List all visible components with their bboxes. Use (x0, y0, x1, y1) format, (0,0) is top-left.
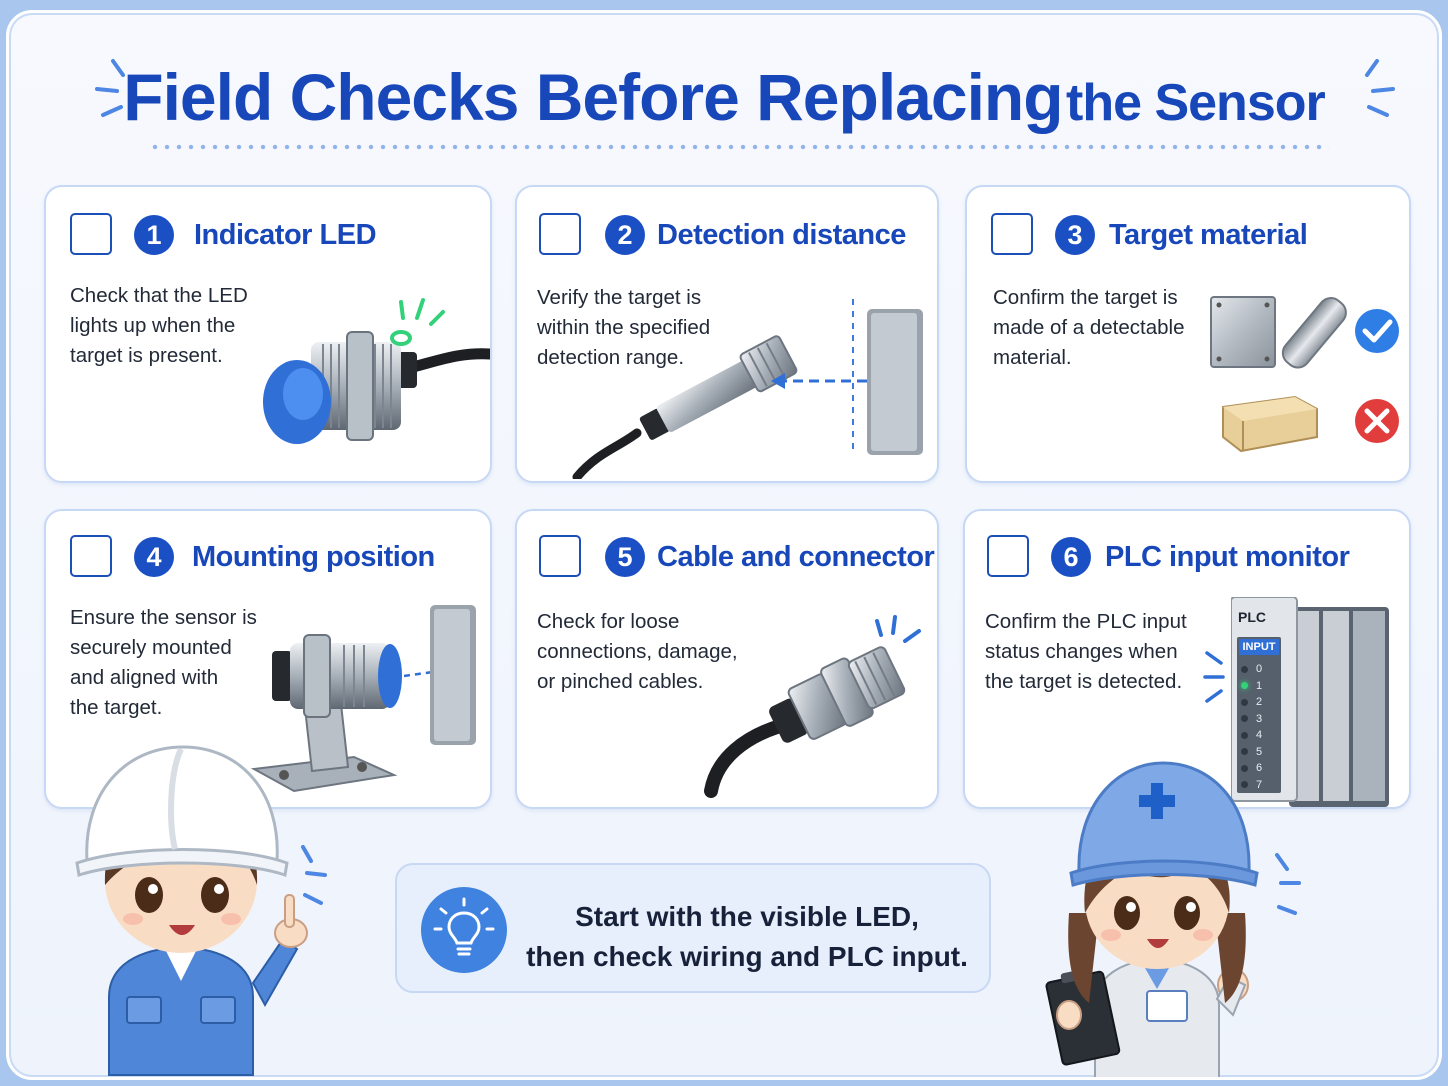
card-title-1: Indicator LED (194, 219, 377, 251)
title-divider (149, 144, 1329, 150)
check-card-detection-distance: 2 Detection distance Verify the target i… (515, 185, 939, 483)
card-desc-4: Ensure the sensor is securely mounted an… (70, 606, 257, 719)
step-number-3: 3 (1055, 215, 1095, 255)
card-title-5: Cable and connector (657, 541, 935, 573)
step-number-1: 1 (134, 215, 174, 255)
plc-led-off-icon (1241, 748, 1248, 756)
tip-text: Start with the visible LED, then check w… (519, 897, 975, 977)
title-spark-left-icon (95, 59, 125, 117)
step-number-4: 4 (134, 537, 174, 577)
plc-led-on-icon (1241, 682, 1248, 690)
worker-girl-illustration (1045, 761, 1301, 1077)
card-title-4: Mounting position (192, 541, 435, 573)
card-desc-3: Confirm the target is made of a detectab… (993, 286, 1185, 369)
tip-banner: Start with the visible LED, then check w… (395, 863, 991, 993)
step-number-6: 6 (1051, 537, 1091, 577)
plc-led-off-icon (1241, 781, 1248, 789)
checkbox-2[interactable] (539, 213, 581, 255)
checkbox-3[interactable] (991, 213, 1033, 255)
card-title-2: Detection distance (657, 219, 906, 251)
plc-channel-list: 0 1 2 3 4 5 6 7 (1241, 661, 1277, 793)
checkbox-4[interactable] (70, 535, 112, 577)
sensor-range-illustration (572, 299, 923, 479)
card-desc-6: Confirm the PLC input status changes whe… (985, 610, 1187, 693)
step-number-5: 5 (605, 537, 645, 577)
infographic-frame: Field Checks Before Replacing the Sensor… (6, 10, 1442, 1080)
plc-channel-3: 3 (1241, 711, 1277, 728)
plc-channel-0: 0 (1241, 661, 1277, 678)
check-card-cable-connector: 5 Cable and connector Check for loose co… (515, 509, 939, 809)
plc-led-off-icon (1241, 764, 1248, 772)
card-desc-1: Check that the LED lights up when the ta… (70, 284, 248, 367)
plc-label: PLC (1238, 609, 1266, 625)
material-samples-illustration (1210, 296, 1399, 453)
cross-bad-icon (1355, 399, 1399, 443)
plc-channel-6: 6 (1241, 760, 1277, 777)
card-title-6: PLC input monitor (1105, 541, 1350, 573)
plc-module-illustration: PLC INPUT 0 1 2 3 4 5 6 7 (1231, 597, 1391, 807)
title-spark-right-icon (1365, 59, 1395, 117)
plc-channel-2: 2 (1241, 694, 1277, 711)
checkbox-1[interactable] (70, 213, 112, 255)
checkbox-6[interactable] (987, 535, 1029, 577)
mounting-bracket-illustration (250, 605, 476, 793)
card-desc-2: Verify the target is within the specifie… (537, 286, 711, 369)
title-tail: the Sensor (1066, 74, 1326, 132)
step-number-2: 2 (605, 215, 645, 255)
title-main: Field Checks Before Replacing (123, 60, 1063, 134)
worker-boy-illustration (75, 745, 327, 1076)
lightbulb-icon (421, 887, 507, 973)
check-card-plc-input-monitor: 6 PLC input monitor Confirm the PLC inpu… (963, 509, 1411, 809)
check-card-mounting-position: 4 Mounting position Ensure the sensor is… (44, 509, 492, 809)
tip-line-2: then check wiring and PLC input. (526, 941, 968, 972)
plc-input-label: INPUT (1239, 639, 1279, 655)
plc-channel-4: 4 (1241, 727, 1277, 744)
card-desc-5: Check for loose connections, damage, or … (537, 610, 738, 693)
check-card-indicator-led: 1 Indicator LED Check that the LED light… (44, 185, 492, 483)
page-title: Field Checks Before Replacing the Sensor (9, 59, 1439, 135)
proximity-sensor-led-illustration (263, 298, 490, 444)
plc-channel-1: 1 (1241, 678, 1277, 695)
plc-signal-icon (1203, 651, 1225, 703)
tip-line-1: Start with the visible LED, (575, 901, 919, 932)
plc-led-off-icon (1241, 665, 1248, 673)
plc-led-off-icon (1241, 698, 1248, 706)
check-ok-icon (1355, 309, 1399, 353)
plc-led-off-icon (1241, 731, 1248, 739)
plc-channel-7: 7 (1241, 777, 1277, 794)
plc-channel-5: 5 (1241, 744, 1277, 761)
cable-connector-illustration (704, 615, 921, 798)
check-card-target-material: 3 Target material Confirm the target is … (965, 185, 1411, 483)
card-title-3: Target material (1109, 219, 1308, 251)
plc-led-off-icon (1241, 715, 1248, 723)
checkbox-5[interactable] (539, 535, 581, 577)
